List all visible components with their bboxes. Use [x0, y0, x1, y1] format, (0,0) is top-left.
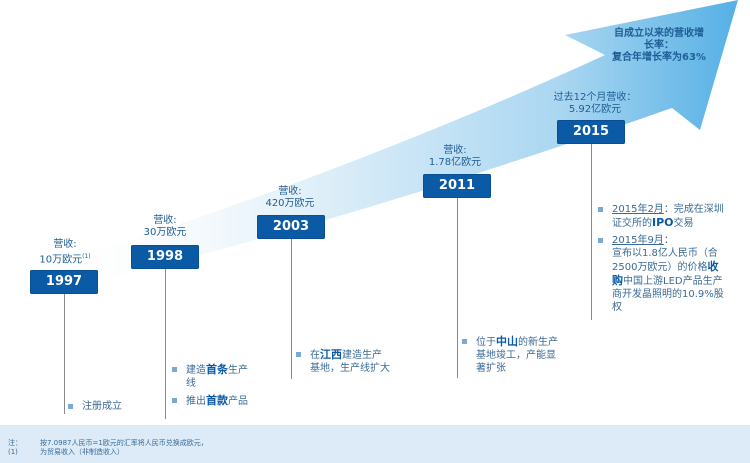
timeline-line-2015	[591, 144, 592, 320]
bullet-icon	[598, 207, 603, 212]
bullet-icon	[598, 238, 603, 243]
year-box-2011: 2011	[423, 174, 491, 198]
bullet-icon	[172, 398, 177, 403]
footnote-label: 注：	[8, 439, 22, 447]
year-box-2003: 2003	[257, 215, 325, 239]
bullet-icon	[172, 367, 177, 372]
bullet-icon	[462, 339, 467, 344]
footnote-line2: 为贸易收入（非制造收入）	[40, 448, 124, 456]
note-2015: 2015年2月：完成在深圳证交所的IPO交易 2015年9月：宣布以1.8亿人民…	[598, 203, 738, 318]
growth-rate-line2: 长率：	[644, 40, 674, 51]
year-box-1997: 1997	[30, 270, 98, 294]
note-1997: 注册成立	[68, 400, 158, 417]
bullet-icon	[296, 352, 301, 357]
revenue-label-2003: 营收: 420万欧元	[265, 186, 315, 209]
note-2011: 位于中山的新生产基地竣工，产能显著扩张	[462, 335, 577, 379]
revenue-label-2015: 过去12个月营收： 5.92亿欧元	[553, 92, 637, 115]
timeline-line-1997	[64, 294, 65, 414]
revenue-label-1998: 营收: 30万欧元	[143, 215, 187, 238]
growth-rate-line3: 复合年增长率为63%	[612, 52, 706, 63]
bullet-icon	[68, 404, 73, 409]
growth-arrow-body	[40, 0, 738, 290]
year-box-2015: 2015	[557, 120, 625, 144]
note-2003: 在江西建造生产基地，生产线扩大	[296, 348, 411, 379]
footnote-line1: 按7.0987人民币=1欧元的汇率将人民币兑换成欧元，	[40, 439, 208, 447]
year-box-1998: 1998	[131, 245, 199, 269]
growth-rate-label: 自成立以来的营收增 长率： 复合年增长率为63%	[598, 28, 720, 64]
footnote-bar: 注： (1) 按7.0987人民币=1欧元的汇率将人民币兑换成欧元， 为贸易收入…	[0, 425, 750, 463]
timeline-line-2011	[457, 198, 458, 378]
growth-rate-line1: 自成立以来的营收增	[614, 28, 704, 39]
timeline-line-2003	[291, 239, 292, 379]
revenue-label-2011: 营收: 1.78亿欧元	[428, 145, 482, 168]
revenue-label-1997: 营收: 10万欧元(1)	[39, 239, 91, 266]
timeline-line-1998	[165, 269, 166, 419]
footnote-ref: (1)	[8, 448, 18, 456]
note-1998: 建造首条生产线 推出首款产品	[172, 363, 262, 412]
